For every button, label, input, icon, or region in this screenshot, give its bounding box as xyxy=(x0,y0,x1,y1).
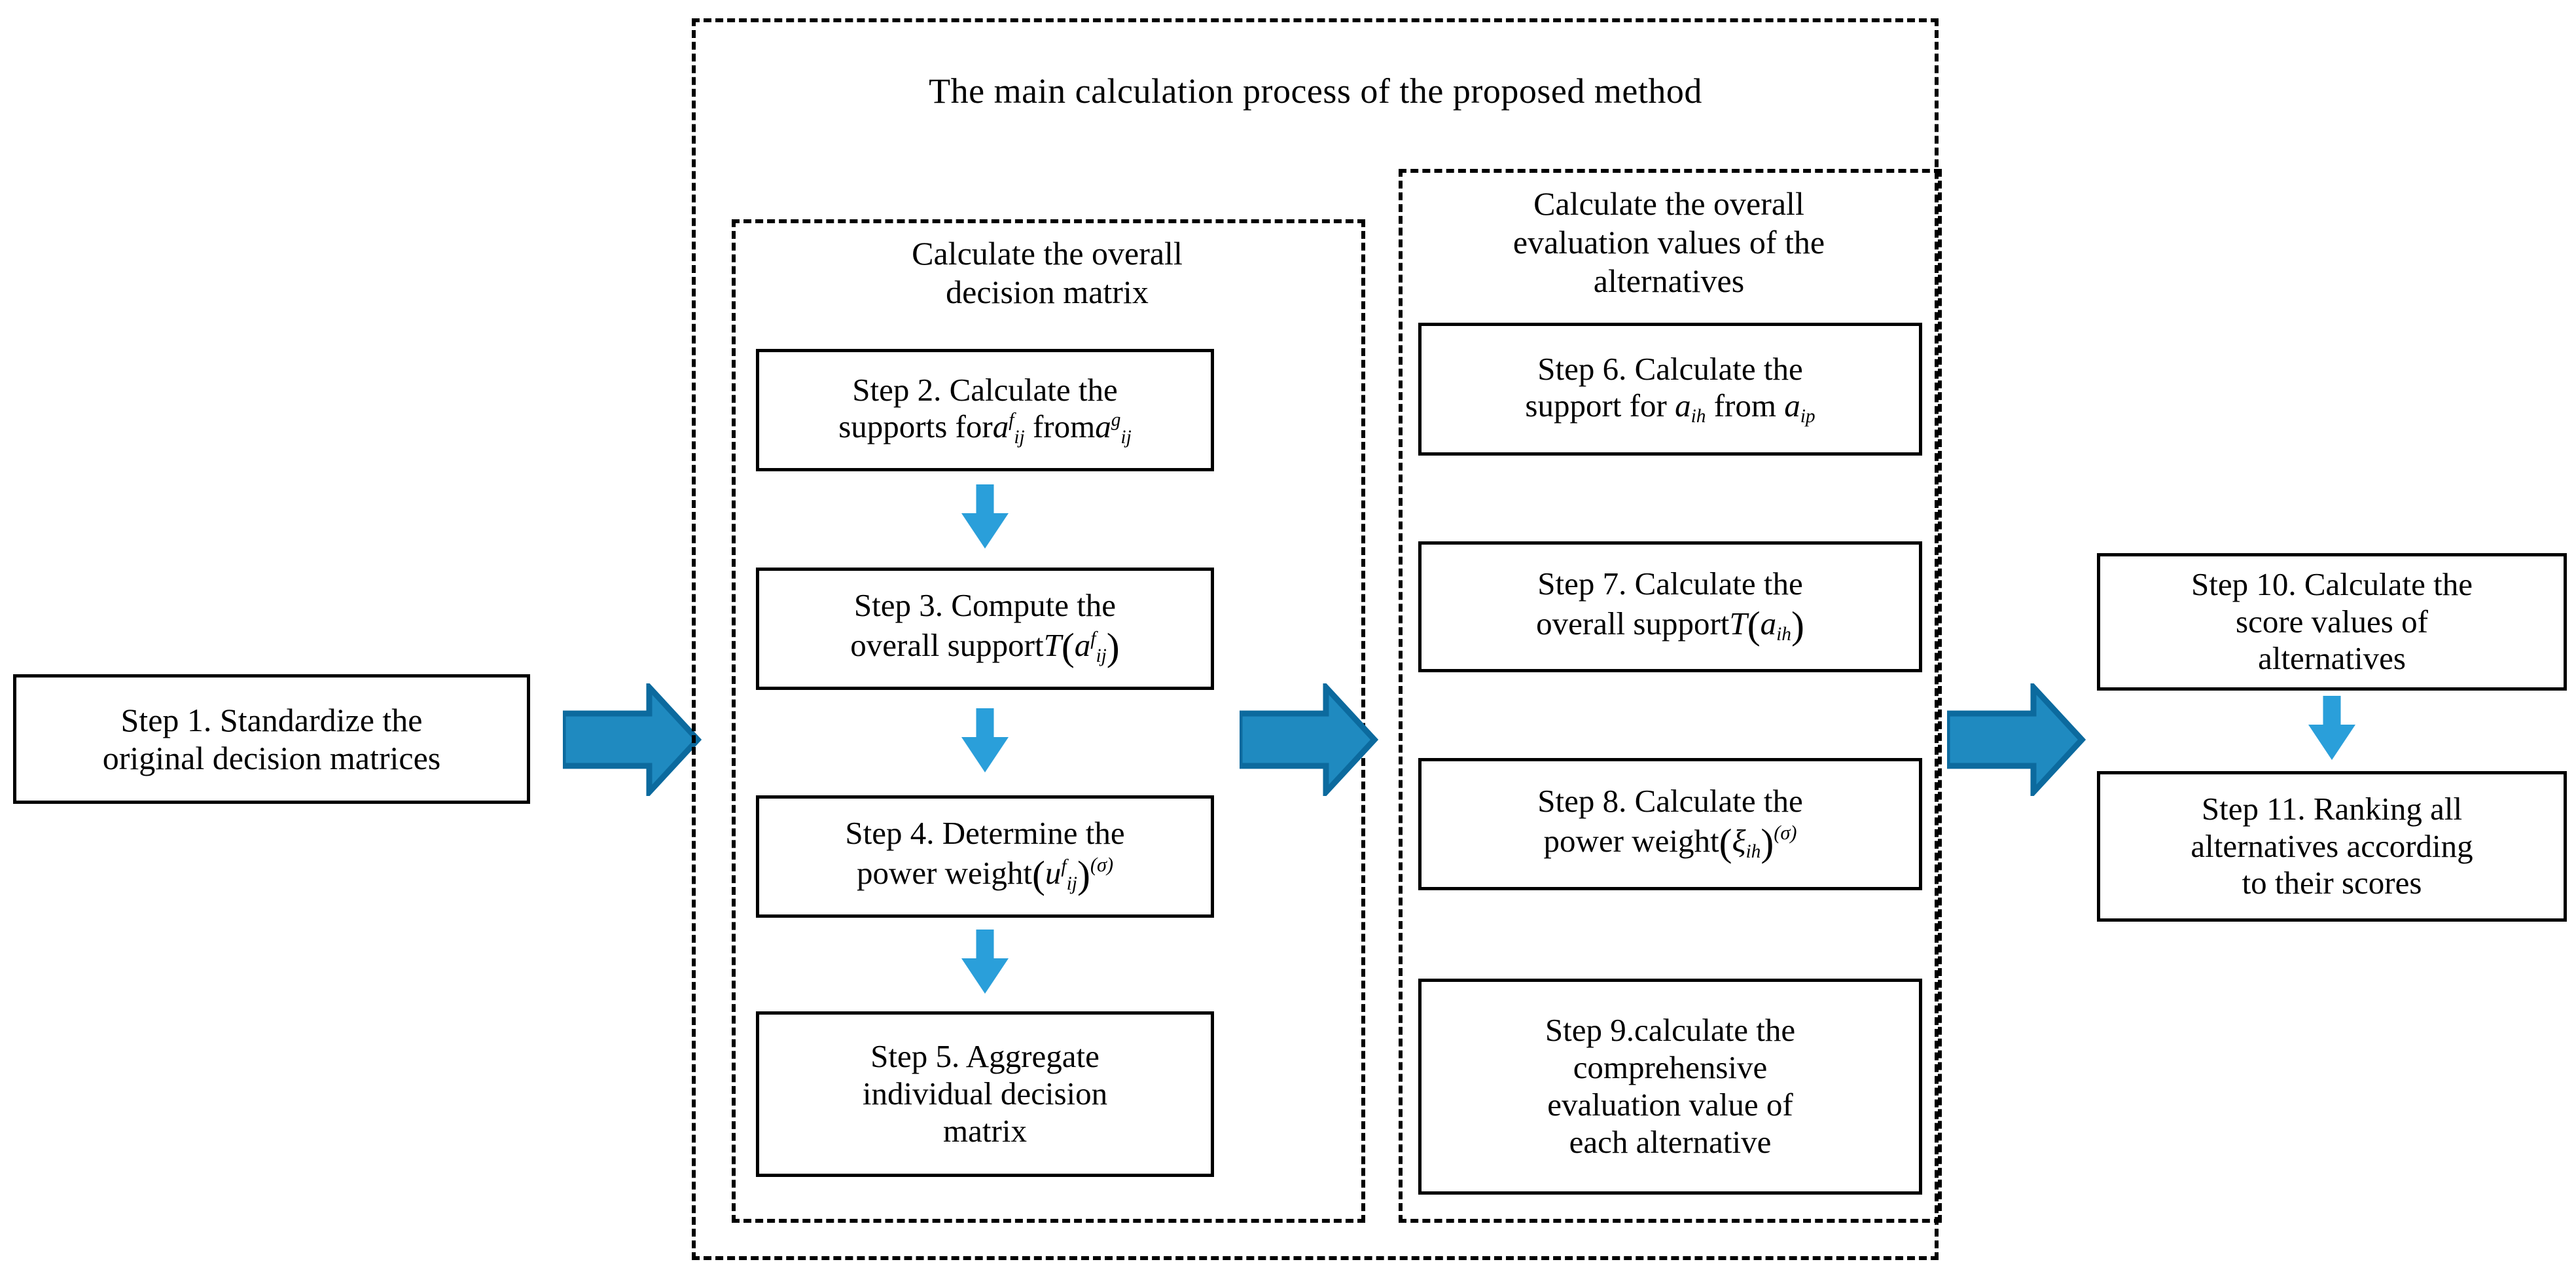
step-6-var-2-sub: ip xyxy=(1800,406,1816,427)
step-7-arg-base: a xyxy=(1760,605,1777,642)
step-9-line-4: each alternative xyxy=(1569,1123,1772,1160)
step-3-arg-sup: f xyxy=(1090,628,1096,649)
step-1-box: Step 1. Standardize the original decisio… xyxy=(13,674,530,804)
step-4-outer-sup: (σ) xyxy=(1090,854,1114,876)
step-2-var-1-sup: f xyxy=(1009,409,1014,431)
step-8-arg-base: ξ xyxy=(1732,822,1746,859)
group-right-title-line-3: alternatives xyxy=(1593,262,1745,299)
group-overall-decision-matrix xyxy=(732,219,1365,1223)
step-10-box: Step 10. Calculate the score values of a… xyxy=(2097,553,2567,691)
main-process-container xyxy=(692,18,1939,1260)
step-1-line-2: original decision matrices xyxy=(102,740,441,776)
step-9-line-3: evaluation value of xyxy=(1547,1087,1793,1123)
group-right-title-line-1: Calculate the overall xyxy=(1533,185,1804,222)
step-11-line-2: alternatives according xyxy=(2191,827,2473,864)
group-right-title-line-2: evaluation values of the xyxy=(1512,224,1825,261)
step-10-line-2: score values of xyxy=(2236,603,2428,640)
group-overall-decision-matrix-title: Calculate the overall decision matrix xyxy=(746,234,1348,312)
step-10-line-3: alternatives xyxy=(2258,640,2406,677)
step-10-line-1: Step 10. Calculate the xyxy=(2191,566,2473,602)
step-2-var-2-sup: g xyxy=(1111,409,1121,431)
step-5-line-3: matrix xyxy=(943,1112,1027,1149)
step-4-box: Step 4. Determine the power weight(ufij)… xyxy=(756,795,1214,918)
step-2-line-2-pre: supports for xyxy=(838,408,993,445)
step-5-box: Step 5. Aggregate individual decision ma… xyxy=(756,1011,1214,1177)
step-8-outer-sup: (σ) xyxy=(1774,821,1797,844)
step-6-box: Step 6. Calculate the support for aih fr… xyxy=(1418,323,1922,456)
step-6-var-1-base: a xyxy=(1675,388,1691,424)
main-process-title: The main calculation process of the prop… xyxy=(929,71,1702,111)
step-6-line-2-mid: from xyxy=(1713,388,1776,424)
step-8-box: Step 8. Calculate the power weight(ξih)(… xyxy=(1418,758,1922,890)
step-3-func: T xyxy=(1043,627,1062,664)
arrow-down-icon-step4-step5 xyxy=(961,930,1009,994)
step-8-line-2-pre: power weight xyxy=(1543,822,1719,859)
step-3-box: Step 3. Compute the overall supportT(afi… xyxy=(756,568,1214,690)
arrow-down-icon-step10-step11 xyxy=(2308,696,2355,760)
step-2-var-1-sub: ij xyxy=(1014,427,1025,448)
step-9-box: Step 9.calculate the comprehensive evalu… xyxy=(1418,979,1922,1195)
step-5-line-2: individual decision xyxy=(862,1075,1108,1112)
step-3-line-1: Step 3. Compute the xyxy=(853,587,1117,624)
step-7-line-2: overall supportT(aih) xyxy=(1536,603,1804,647)
arrow-right-icon-2 xyxy=(1240,683,1378,796)
arrow-down-icon-step3-step4 xyxy=(961,708,1009,772)
step-4-line-2-pre: power weight xyxy=(856,855,1033,892)
step-11-line-1: Step 11. Ranking all xyxy=(2201,790,2463,827)
step-7-line-2-pre: overall support xyxy=(1536,605,1730,642)
step-9-line-1: Step 9.calculate the xyxy=(1545,1012,1796,1049)
step-11-box: Step 11. Ranking all alternatives accord… xyxy=(2097,771,2567,922)
step-6-line-2: support for aih from aip xyxy=(1431,388,1910,427)
step-3-line-2: overall supportT(afij) xyxy=(850,625,1120,669)
step-4-arg-base: u xyxy=(1045,855,1062,892)
group-overall-evaluation-values xyxy=(1399,169,1942,1223)
step-4-line-2: power weight(ufij)(σ) xyxy=(856,853,1114,897)
step-6-line-2-pre: support for xyxy=(1525,388,1667,424)
group-left-title-line-2: decision matrix xyxy=(946,274,1149,310)
arrow-right-icon-1 xyxy=(563,683,702,796)
step-7-box: Step 7. Calculate the overall supportT(a… xyxy=(1418,541,1922,672)
step-2-line-1: Step 2. Calculate the xyxy=(852,371,1118,408)
step-2-var-1-base: a xyxy=(992,408,1009,445)
step-2-box: Step 2. Calculate the supports forafij f… xyxy=(756,349,1214,471)
step-2-var-2-sub: ij xyxy=(1120,427,1132,448)
step-1-line-1: Step 1. Standardize the xyxy=(120,702,423,738)
step-4-arg-sup: f xyxy=(1061,856,1067,877)
group-overall-evaluation-values-title: Calculate the overall evaluation values … xyxy=(1407,185,1931,300)
arrow-down-icon-step2-step3 xyxy=(961,484,1009,549)
step-3-line-2-pre: overall support xyxy=(850,627,1044,664)
step-7-func: T xyxy=(1729,605,1747,642)
step-4-line-1: Step 4. Determine the xyxy=(845,815,1125,852)
step-8-line-1: Step 8. Calculate the xyxy=(1537,782,1803,819)
step-6-var-1-sub: ih xyxy=(1690,406,1706,427)
step-3-arg-sub: ij xyxy=(1096,645,1107,667)
step-9-line-2: comprehensive xyxy=(1573,1049,1768,1086)
step-11-line-3: to their scores xyxy=(2242,865,2422,901)
step-7-arg-sub: ih xyxy=(1776,623,1791,645)
step-5-line-1: Step 5. Aggregate xyxy=(870,1038,1100,1075)
step-7-line-1: Step 7. Calculate the xyxy=(1537,565,1803,602)
step-2-line-2-mid: from xyxy=(1032,408,1096,445)
step-6-var-2-base: a xyxy=(1784,388,1800,424)
step-8-arg-sub: ih xyxy=(1745,840,1761,862)
step-4-arg-sub: ij xyxy=(1066,873,1077,895)
step-8-line-2: power weight(ξih)(σ) xyxy=(1543,820,1797,864)
arrow-right-icon-3 xyxy=(1947,683,2086,796)
step-2-var-2-base: a xyxy=(1095,408,1111,445)
step-2-line-2: supports forafij fromagij xyxy=(768,408,1202,448)
group-left-title-line-1: Calculate the overall xyxy=(912,235,1183,272)
step-3-arg-base: a xyxy=(1074,627,1091,664)
step-6-line-1: Step 6. Calculate the xyxy=(1537,350,1803,387)
